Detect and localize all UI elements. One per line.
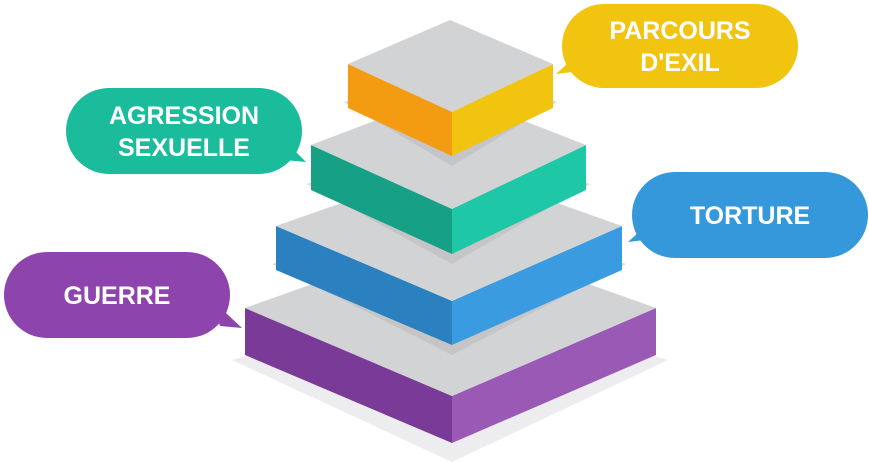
- layer-right-face: [452, 145, 586, 254]
- layer-right-face: [452, 308, 656, 443]
- bubble-label-parcours-1: PARCOURS: [609, 17, 750, 45]
- bubble-body: [632, 172, 868, 258]
- pyramid-layers: [232, 20, 668, 462]
- bubble-body: [562, 4, 798, 88]
- label-bubbles: GUERRE TORTURE AGRESSION SEXUELLE PARCOURS D'…: [4, 4, 868, 338]
- bubble-label-torture-1: TORTURE: [690, 202, 810, 230]
- bubble-label-parcours-2: D'EXIL: [640, 49, 720, 77]
- bubble-label-guerre-1: GUERRE: [64, 282, 171, 310]
- layer-left-face: [276, 226, 452, 345]
- bubble-body: [66, 88, 302, 174]
- bubble-label-agression-2: SEXUELLE: [118, 134, 250, 162]
- layer-left-face: [348, 64, 452, 156]
- layer-left-face: [245, 308, 452, 443]
- layer-top-face: [348, 20, 553, 112]
- label-bubble-torture: TORTURE: [628, 172, 868, 258]
- bubble-label-agression-1: AGRESSION: [109, 102, 259, 130]
- layer-right-face: [452, 226, 622, 345]
- layer-right-face: [452, 64, 553, 156]
- label-bubble-guerre: GUERRE: [4, 252, 242, 338]
- layer-left-face: [311, 145, 452, 254]
- label-bubble-agression: AGRESSION SEXUELLE: [66, 88, 306, 174]
- pyramid-layer-parcours: [348, 20, 553, 156]
- bubble-body: [4, 252, 230, 338]
- label-bubble-parcours: PARCOURS D'EXIL: [556, 4, 798, 88]
